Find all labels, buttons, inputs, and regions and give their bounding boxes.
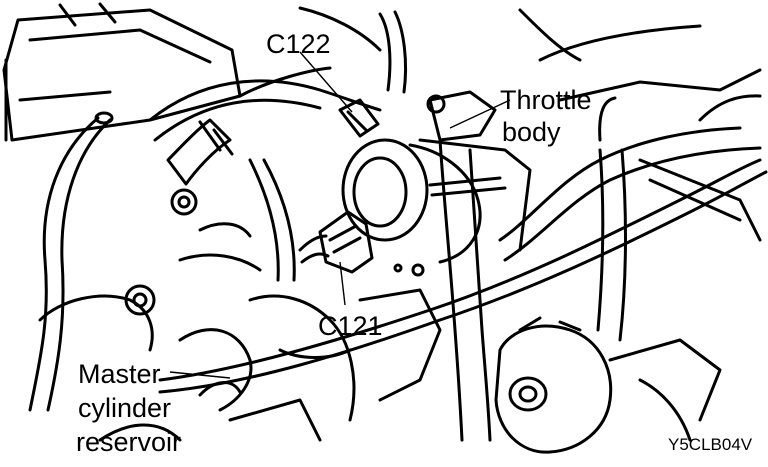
leader-c122 (299, 51, 353, 113)
leader-c121 (339, 261, 346, 306)
throttle-body-mouth (341, 138, 429, 242)
leader-master (169, 371, 231, 379)
label-c121: C121 (318, 311, 383, 341)
connector-c122 (338, 98, 380, 138)
label-master-line1: Master (78, 359, 161, 389)
label-c122: C122 (266, 29, 331, 59)
label-master-line2: cylinder (78, 393, 172, 423)
label-throttle-line1: Throttle (500, 85, 592, 115)
leader-throttle (449, 99, 511, 129)
label-throttle-line2: body (502, 117, 561, 147)
pulley-housing (494, 324, 613, 454)
figure-code: Y5CLB04V (668, 435, 753, 454)
connector-c121 (318, 210, 374, 274)
left-hose (28, 116, 100, 412)
label-master-line3: reservoir (76, 427, 182, 457)
